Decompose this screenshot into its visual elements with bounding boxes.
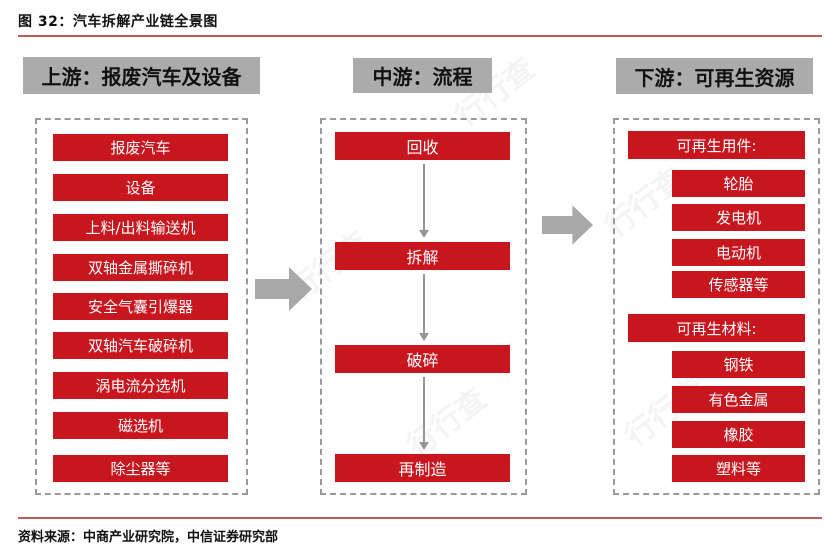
down-arrow-icon bbox=[418, 377, 430, 450]
downstream-header: 下游：可再生资源 bbox=[616, 58, 813, 94]
midstream-step: 回收 bbox=[335, 132, 510, 160]
source-note: 资料来源：中商产业研究院，中信证券研究部 bbox=[18, 530, 279, 545]
downstream-item: 钢铁 bbox=[672, 351, 805, 378]
right-arrow-icon bbox=[542, 203, 593, 247]
downstream-item: 电动机 bbox=[672, 239, 805, 266]
upstream-item: 上料/出料输送机 bbox=[53, 214, 228, 241]
downstream-item: 轮胎 bbox=[672, 170, 805, 197]
downstream-box: 可再生用件: 轮胎 发电机 电动机 传感器等 可再生材料: 钢铁 有色金属 橡胶… bbox=[613, 118, 820, 495]
upstream-item: 涡电流分选机 bbox=[53, 372, 228, 399]
footer-rule bbox=[18, 517, 822, 519]
down-arrow-icon bbox=[418, 274, 430, 341]
upstream-item: 安全气囊引爆器 bbox=[53, 293, 228, 320]
upstream-item: 双轴汽车破碎机 bbox=[53, 332, 228, 359]
title-underline bbox=[18, 35, 822, 37]
upstream-box: 报废汽车 设备 上料/出料输送机 双轴金属撕碎机 安全气囊引爆器 双轴汽车破碎机… bbox=[35, 118, 248, 495]
midstream-step: 再制造 bbox=[335, 454, 510, 482]
downstream-item: 发电机 bbox=[672, 204, 805, 231]
downstream-item: 橡胶 bbox=[672, 421, 805, 448]
downstream-item: 传感器等 bbox=[672, 271, 805, 298]
downstream-item: 塑料等 bbox=[672, 455, 805, 482]
midstream-step: 拆解 bbox=[335, 242, 510, 270]
upstream-item: 设备 bbox=[53, 174, 228, 201]
midstream-box: 回收 拆解 破碎 再制造 bbox=[320, 118, 527, 495]
upstream-item: 双轴金属撕碎机 bbox=[53, 254, 228, 281]
upstream-header: 上游：报废汽车及设备 bbox=[23, 57, 260, 94]
downstream-group-label: 可再生用件: bbox=[628, 131, 805, 159]
downstream-group-label: 可再生材料: bbox=[628, 314, 805, 342]
upstream-item: 报废汽车 bbox=[53, 134, 228, 161]
downstream-item: 有色金属 bbox=[672, 386, 805, 413]
upstream-item: 除尘器等 bbox=[53, 455, 228, 482]
midstream-header: 中游：流程 bbox=[353, 58, 492, 93]
upstream-item: 磁选机 bbox=[53, 412, 228, 439]
figure-title: 图 32：汽车拆解产业链全景图 bbox=[18, 14, 218, 30]
midstream-step: 破碎 bbox=[335, 345, 510, 373]
down-arrow-icon bbox=[418, 164, 430, 238]
right-arrow-icon bbox=[255, 267, 312, 311]
